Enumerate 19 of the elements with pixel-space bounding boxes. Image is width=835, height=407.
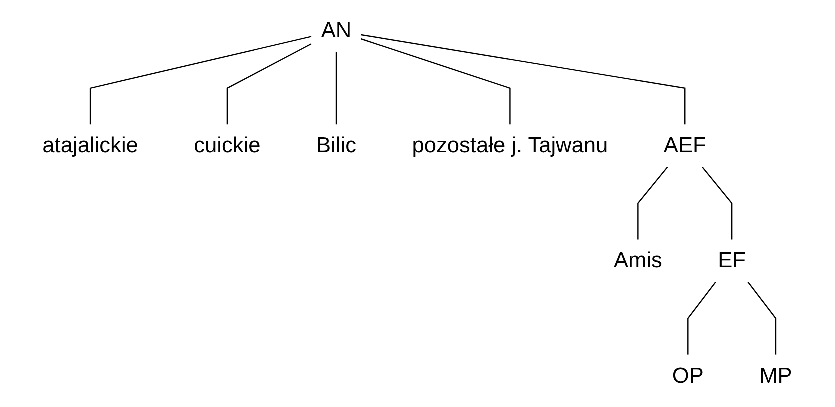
connector [688, 282, 716, 355]
node-text: atajalickie [42, 133, 138, 158]
node-text: AN [321, 18, 352, 42]
node-text: pozostałe j. Tajwanu [412, 133, 608, 158]
node-text: Amis [614, 248, 662, 273]
node-text: MP [760, 363, 792, 388]
node-text: AEF [664, 133, 706, 158]
node-text: EF [718, 248, 746, 273]
connector [336, 52, 338, 125]
connector [361, 34, 686, 125]
node-text: Bilic [316, 133, 357, 158]
connector [702, 166, 733, 240]
node-text: OP [672, 363, 704, 388]
connector [638, 166, 668, 240]
connector [226, 43, 312, 125]
node-text: cuickie [194, 133, 261, 158]
connector [361, 38, 511, 125]
connector [748, 282, 777, 355]
connector [90, 36, 312, 125]
